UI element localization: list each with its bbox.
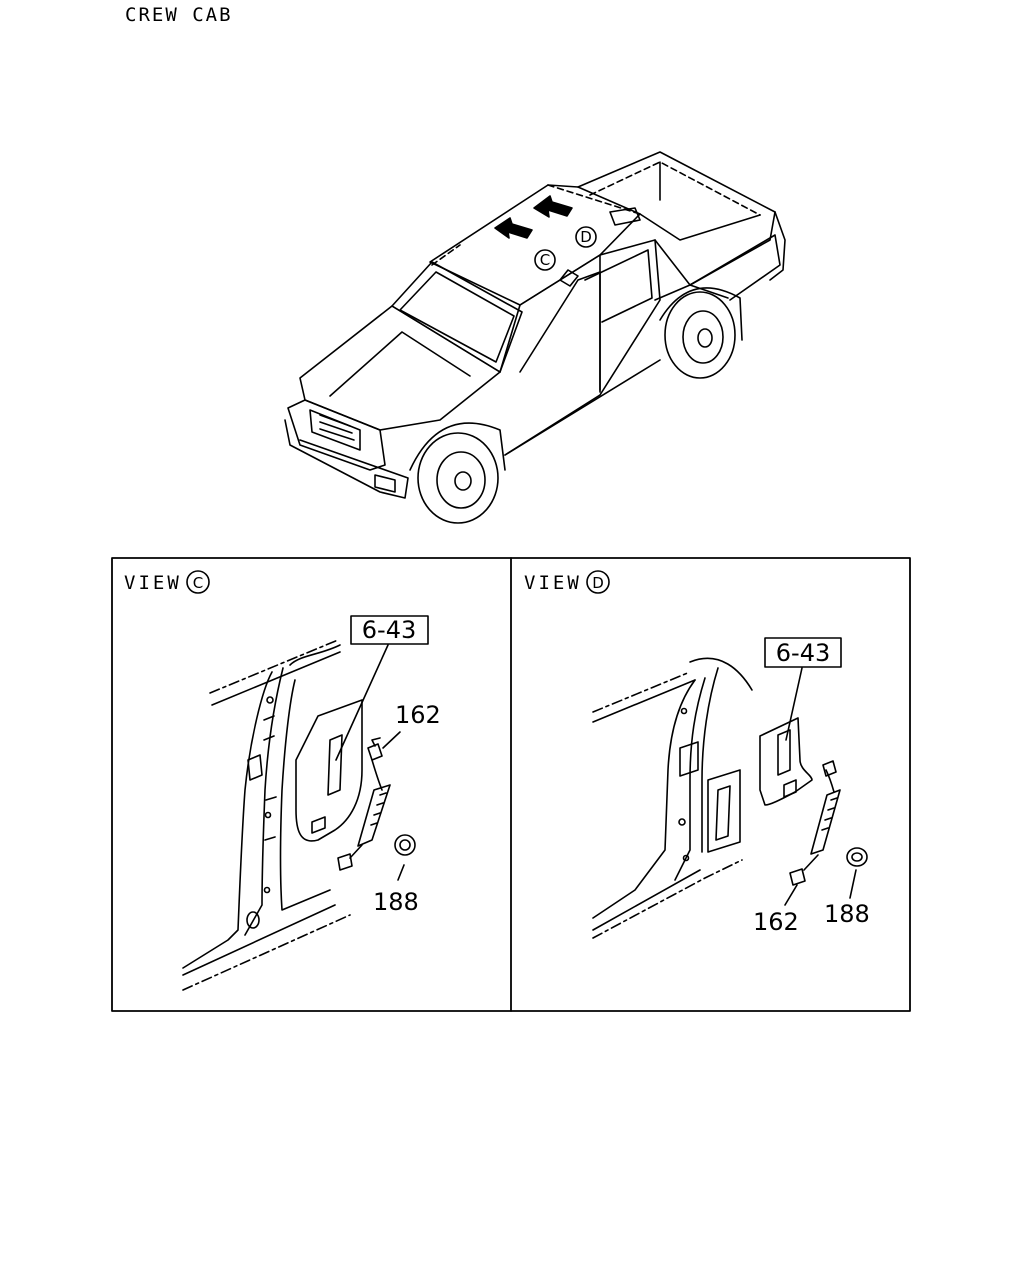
view-d-bolt-label: 162 <box>753 908 799 936</box>
view-c-bolt-label: 162 <box>395 701 441 729</box>
truck-illustration <box>284 151 786 524</box>
view-c-clip-label: 188 <box>373 888 419 916</box>
marker-d-letter: D <box>580 228 592 246</box>
page-title: CREW CAB <box>125 4 233 26</box>
view-d-ref-label: 6-43 <box>776 639 830 667</box>
view-c-ref-label: 6-43 <box>362 616 416 644</box>
view-c-letter: C <box>193 574 203 592</box>
view-d-clip-label: 188 <box>824 900 870 928</box>
view-d-label: VIEW <box>524 572 582 594</box>
marker-c-circle <box>534 249 556 271</box>
view-d-drawing <box>586 570 868 939</box>
view-direction-arrows <box>494 195 573 239</box>
arrow-c-icon <box>494 217 533 239</box>
marker-d-circle <box>575 226 597 248</box>
marker-c-letter: C <box>540 251 550 269</box>
view-d-letter: D <box>592 574 604 592</box>
view-c-drawing <box>182 570 429 991</box>
view-c-label: VIEW <box>124 572 182 594</box>
arrow-d-icon <box>533 195 573 218</box>
